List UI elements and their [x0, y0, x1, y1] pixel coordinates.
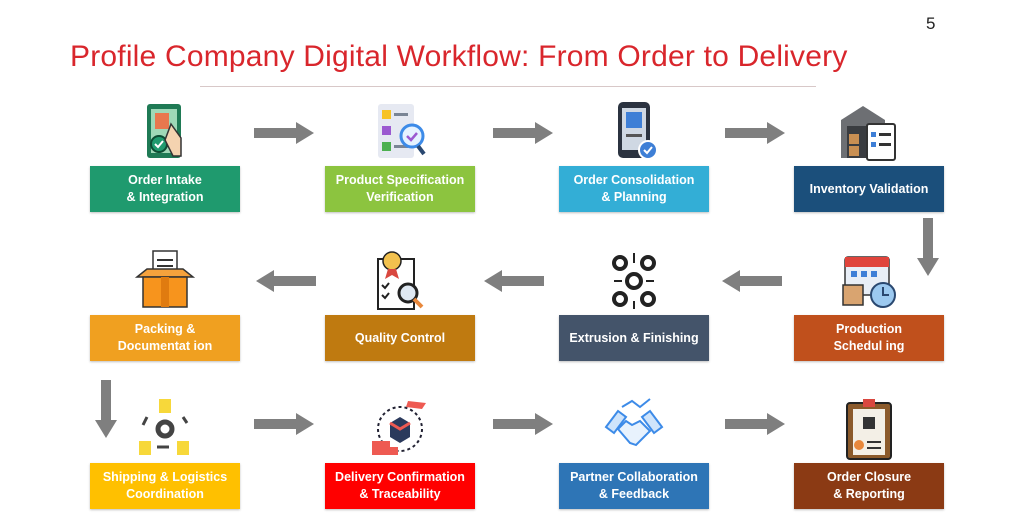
- step-label: Order Closure: [826, 470, 912, 484]
- step-label: Inventory Validation: [809, 181, 929, 196]
- arrow-right-icon: [725, 122, 785, 149]
- touch-screen-order-icon: [133, 100, 197, 164]
- calendar-clock-icon: [837, 249, 901, 313]
- step-label: & Traceability: [359, 487, 441, 501]
- box-documents-icon: [133, 249, 197, 313]
- step-box-inventory-validation: Inventory Validation: [794, 166, 944, 212]
- step-label: Order Intake: [128, 173, 202, 187]
- step-label: & Planning: [601, 190, 667, 204]
- step-label: Extrusion & Finishing: [569, 330, 699, 345]
- step-label: Documentat ion: [117, 339, 213, 353]
- step-box-quality-control: Quality Control: [325, 315, 475, 361]
- title-divider: [200, 86, 816, 87]
- step-box-order-closure: Order Closure & Reporting: [794, 463, 944, 509]
- gears-icon: [602, 249, 666, 313]
- step-label: Schedul ing: [833, 339, 905, 353]
- checklist-magnifier-icon: [368, 100, 432, 164]
- step-box-order-consolidation: Order Consolidation & Planning: [559, 166, 709, 212]
- mobile-order-icon: [602, 100, 666, 164]
- step-box-packing: Packing & Documentat ion: [90, 315, 240, 361]
- arrow-right-icon: [254, 413, 314, 440]
- logistics-cycle-icon: [133, 397, 197, 461]
- arrow-right-icon: [493, 413, 553, 440]
- step-box-delivery-confirmation: Delivery Confirmation & Traceability: [325, 463, 475, 509]
- step-box-partner-collaboration: Partner Collaboration & Feedback: [559, 463, 709, 509]
- step-label: Coordination: [126, 487, 204, 501]
- step-label: Shipping & Logistics: [102, 470, 228, 484]
- arrow-left-icon: [722, 270, 782, 297]
- step-label: Verification: [366, 190, 434, 204]
- step-label: Partner Collaboration: [570, 470, 698, 484]
- step-label: Quality Control: [354, 330, 446, 345]
- step-label: & Integration: [126, 190, 204, 204]
- arrow-left-icon: [256, 270, 316, 297]
- step-label: Production: [836, 322, 902, 336]
- step-label: Order Consolidation: [573, 173, 695, 187]
- step-box-order-intake: Order Intake & Integration: [90, 166, 240, 212]
- step-box-extrusion-finishing: Extrusion & Finishing: [559, 315, 709, 361]
- page-number: 5: [926, 14, 936, 33]
- step-label: Packing &: [134, 322, 196, 336]
- quality-certificate-icon: [368, 249, 432, 313]
- step-label: & Reporting: [833, 487, 905, 501]
- arrow-left-icon: [484, 270, 544, 297]
- step-label: Delivery Confirmation: [335, 470, 465, 484]
- step-label: Product Specification: [335, 173, 465, 187]
- warehouse-clipboard-icon: [837, 100, 901, 164]
- step-label: & Feedback: [598, 487, 670, 501]
- arrow-right-icon: [493, 122, 553, 149]
- arrow-down-icon: [917, 218, 939, 281]
- handshake-icon: [602, 397, 666, 461]
- arrow-down-icon: [95, 380, 117, 443]
- arrow-right-icon: [725, 413, 785, 440]
- report-clipboard-icon: [837, 397, 901, 461]
- arrow-right-icon: [254, 122, 314, 149]
- page-title: Profile Company Digital Workflow: From O…: [70, 40, 848, 73]
- delivery-tracking-icon: [368, 397, 432, 461]
